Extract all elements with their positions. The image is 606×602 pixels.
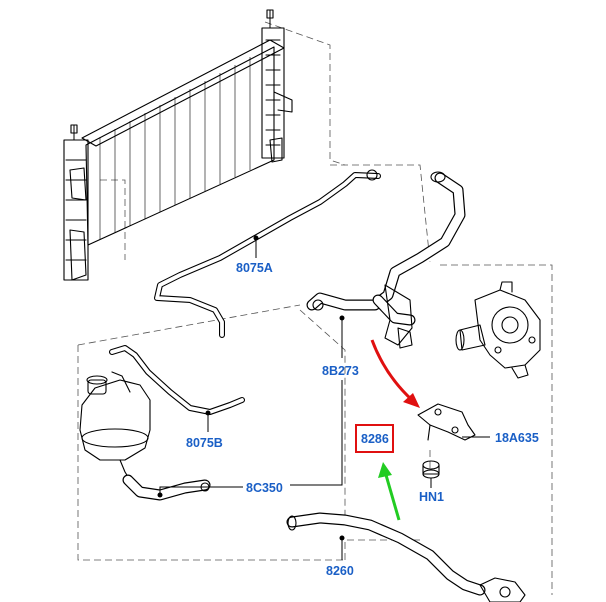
nut-HN1 (422, 460, 440, 479)
leader-lines (159, 238, 490, 560)
label-8C350[interactable]: 8C350 (246, 481, 283, 495)
bracket-18A635 (417, 403, 476, 441)
hose-8260 (286, 512, 486, 596)
label-8B273[interactable]: 8B273 (322, 364, 359, 378)
water-pump-icon (455, 281, 541, 379)
label-8286[interactable]: 8286 (361, 432, 389, 446)
label-8075B[interactable]: 8075B (186, 436, 223, 450)
radiator-icon (63, 9, 293, 281)
thermostat-housing-icon (479, 577, 526, 602)
hose-8075B (109, 345, 245, 416)
hose-8B273 (306, 171, 466, 349)
highlight-box (355, 424, 394, 453)
label-HN1[interactable]: HN1 (419, 490, 444, 504)
red-arrow (370, 339, 420, 408)
hose-8C350 (122, 474, 211, 501)
expansion-tank-icon (79, 371, 151, 481)
label-8075A[interactable]: 8075A (236, 261, 273, 275)
green-arrow (378, 462, 401, 521)
label-8260[interactable]: 8260 (326, 564, 354, 578)
label-18A635[interactable]: 18A635 (495, 431, 539, 445)
